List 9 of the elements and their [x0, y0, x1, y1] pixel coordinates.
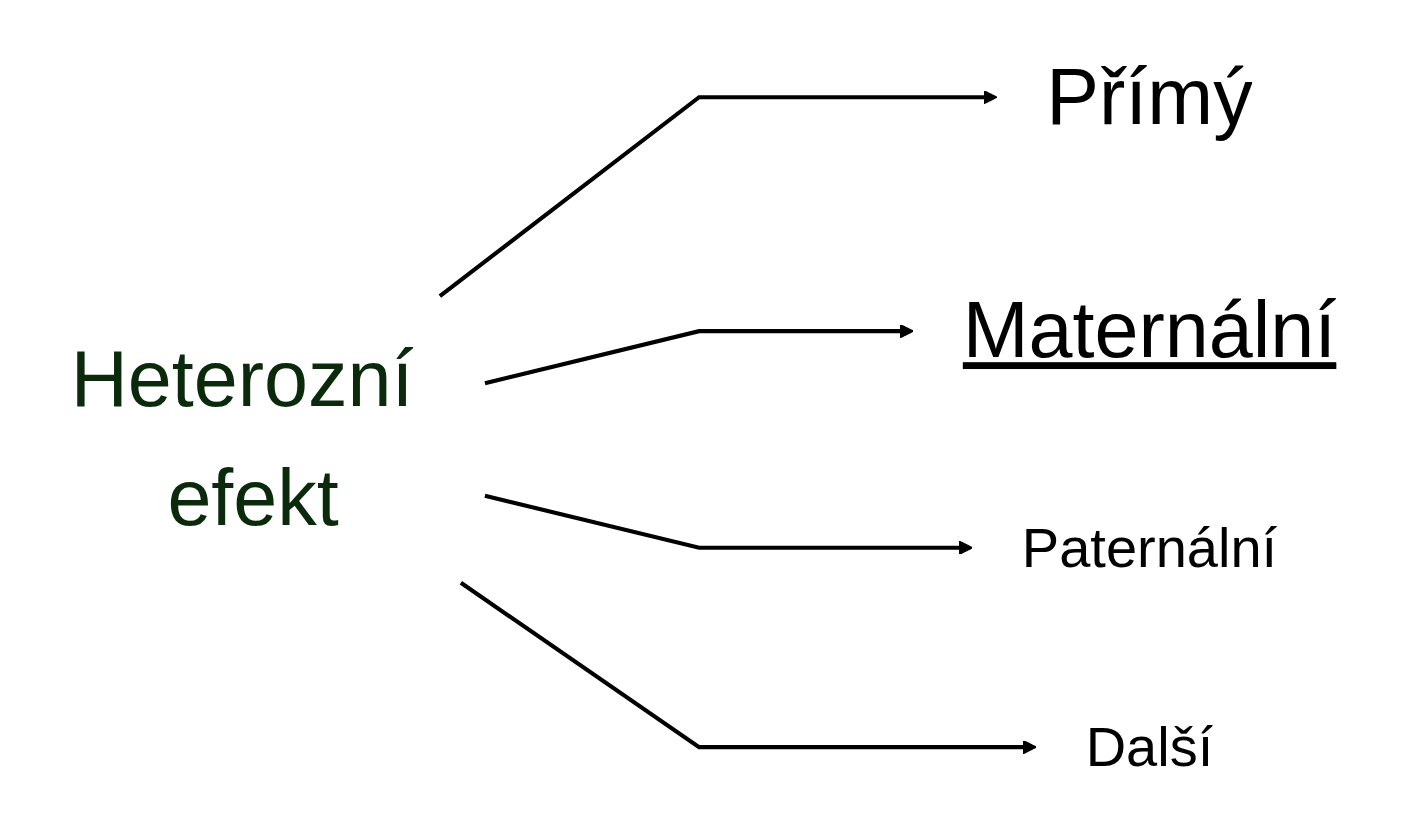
node-text: Další: [1085, 714, 1214, 778]
arrow: [484, 493, 974, 555]
node-text: Paternální: [1021, 515, 1278, 579]
node-text: Maternální: [962, 286, 1337, 374]
node-text: Přímý: [1046, 52, 1253, 141]
node-text: Heterozní efekt: [70, 335, 414, 542]
arrow: [438, 89, 998, 298]
arrow: [484, 323, 914, 386]
arrow: [459, 581, 1037, 755]
